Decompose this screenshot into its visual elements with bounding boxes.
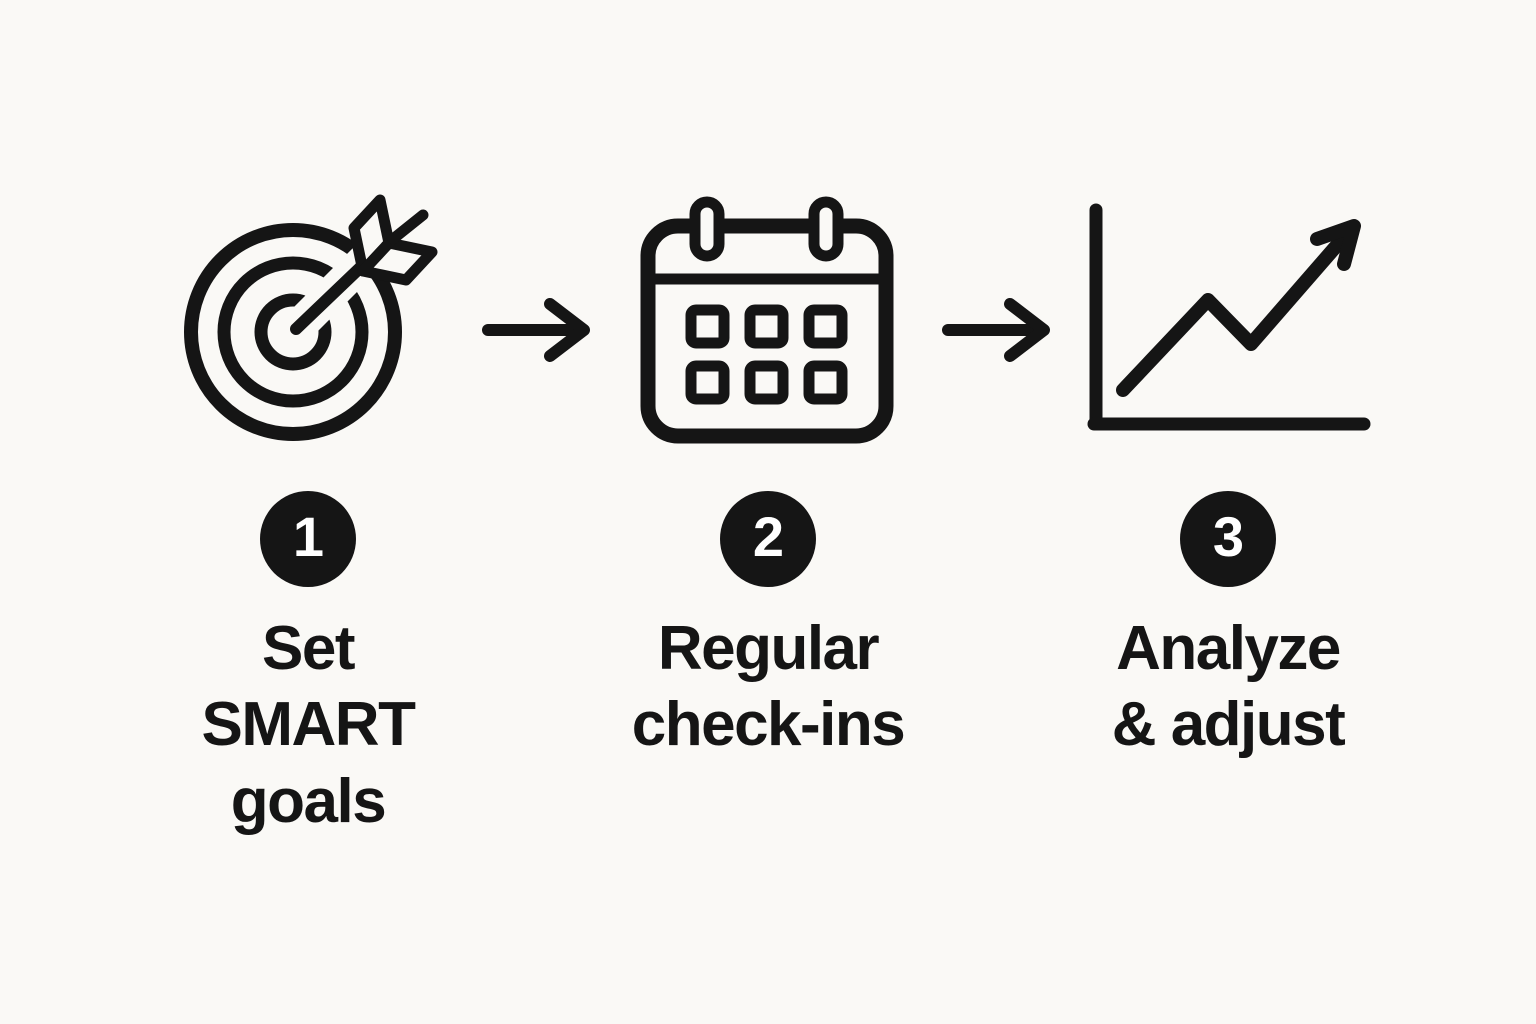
step-2-number: 2 xyxy=(752,505,784,568)
step-2-icon-area xyxy=(640,185,894,455)
step-2-number-badge: 2 xyxy=(720,491,816,587)
step-3-label: Analyze & adjust xyxy=(1111,614,1346,760)
step-1-label: Set SMART goals xyxy=(201,614,416,836)
step-3-number: 3 xyxy=(1212,505,1244,568)
target-icon xyxy=(184,194,438,441)
step-1-number: 1 xyxy=(292,505,324,568)
line-chart-icon xyxy=(1087,203,1371,431)
step-2: 2 Regular check-ins xyxy=(588,185,948,764)
arrow-right-icon xyxy=(942,297,1050,363)
steps-row: 1 Set SMART goals xyxy=(128,185,1408,840)
step-1: 1 Set SMART goals xyxy=(128,185,488,840)
step-1-icon-area xyxy=(175,185,441,455)
step-3-icon-area xyxy=(1078,185,1378,455)
step-3: 3 Analyze & adjust xyxy=(1048,185,1408,764)
calendar-icon xyxy=(640,196,894,443)
step-2-label: Regular check-ins xyxy=(631,614,906,760)
arrow-right-icon xyxy=(482,297,590,363)
step-3-number-badge: 3 xyxy=(1180,491,1276,587)
step-1-number-badge: 1 xyxy=(260,491,356,587)
